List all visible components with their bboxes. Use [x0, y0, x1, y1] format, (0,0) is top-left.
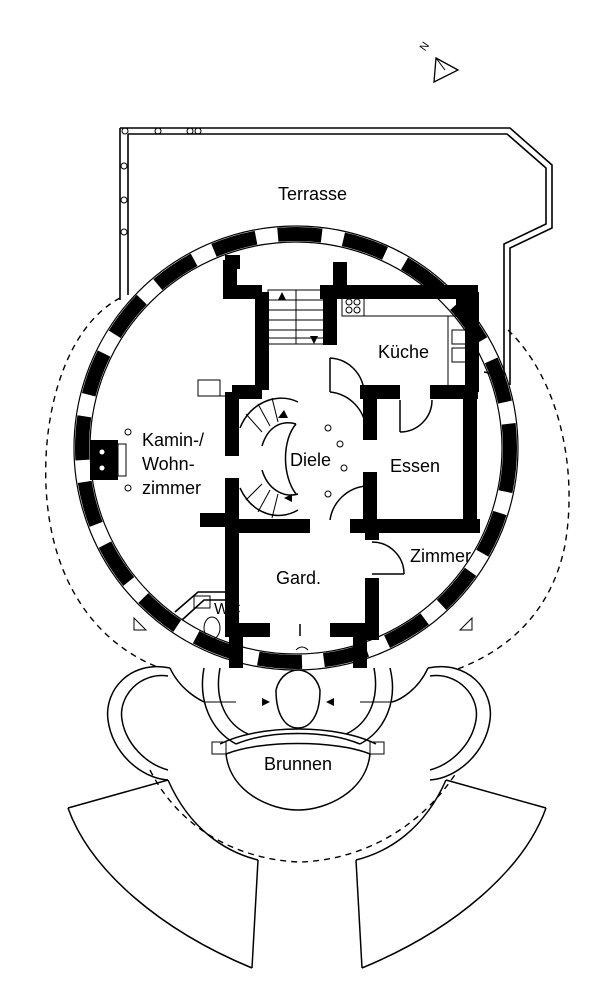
label-kueche: Küche — [378, 342, 429, 362]
door-swings — [295, 357, 501, 651]
kitchen-fixtures — [341, 295, 470, 390]
ceiling-lights — [124, 424, 348, 498]
north-arrow-icon: N — [418, 40, 460, 84]
entrance-area — [201, 667, 394, 811]
label-zimmer: Zimmer — [410, 546, 471, 566]
side-bastions — [106, 665, 492, 781]
label-wc: WC — [214, 601, 241, 618]
label-essen: Essen — [390, 456, 440, 476]
label-kamin-line3: zimmer — [142, 478, 201, 498]
curved-staircase — [239, 397, 299, 519]
label-kamin-line1: Kamin-/ — [142, 430, 204, 450]
fireplace-icon — [90, 440, 127, 480]
roof-outline-dashed — [45, 297, 570, 671]
label-kamin-line2: Wohn- — [142, 454, 195, 474]
label-terrasse: Terrasse — [278, 184, 347, 204]
terrace-outline — [119, 127, 553, 385]
label-brunnen: Brunnen — [264, 754, 332, 774]
wc-fixtures — [133, 595, 473, 640]
north-label: N — [418, 40, 432, 53]
label-gard: Gard. — [276, 568, 321, 588]
room-labels: Terrasse Küche Kamin-/ Wohn- zimmer Diel… — [142, 184, 471, 774]
main-staircase — [267, 289, 325, 345]
garden-sweep — [67, 769, 547, 969]
interior-walls — [174, 255, 480, 668]
wall-cabinet — [197, 379, 232, 397]
label-diele: Diele — [290, 450, 331, 470]
